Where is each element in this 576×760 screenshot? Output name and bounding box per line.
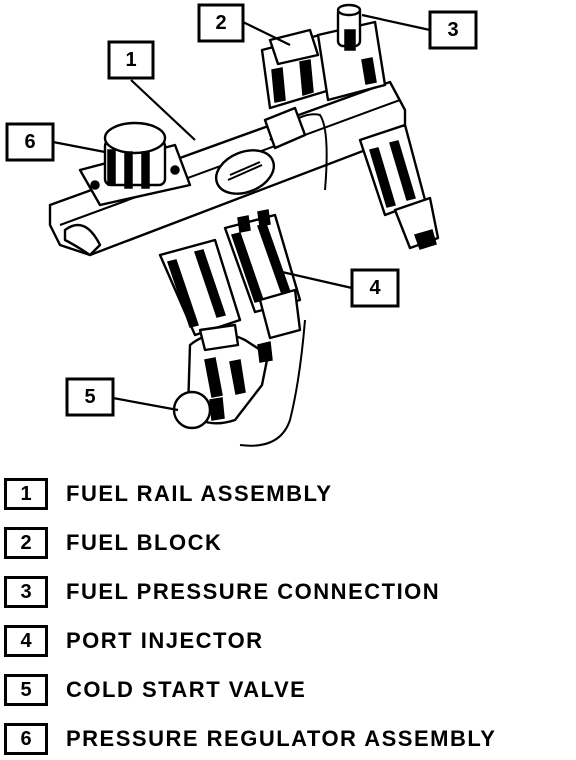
fuel-pressure-connection [316, 3, 387, 102]
legend-number: 6 [4, 723, 48, 755]
leader-line-3 [361, 13, 431, 32]
legend-row-6: 6 PRESSURE REGULATOR ASSEMBLY [4, 720, 496, 758]
callout-5: 5 [65, 377, 115, 417]
legend-label: PORT INJECTOR [66, 628, 264, 653]
legend-number: 3 [4, 576, 48, 608]
svg-text:2: 2 [215, 12, 226, 34]
legend-row-2: 2 FUEL BLOCK [4, 524, 222, 562]
callout-6: 6 [5, 122, 55, 162]
legend-number: 5 [4, 674, 48, 706]
legend-row-5: 5 COLD START VALVE [4, 671, 306, 709]
callout-4: 4 [350, 268, 400, 308]
pressure-regulator-assembly [78, 121, 192, 207]
legend-number: 1 [4, 478, 48, 510]
legend-row-1: 1 FUEL RAIL ASSEMBLY [4, 475, 333, 513]
svg-text:3: 3 [447, 19, 458, 41]
legend-label: PRESSURE REGULATOR ASSEMBLY [66, 726, 497, 751]
callout-3: 3 [428, 10, 478, 50]
fuel-rail-assembly [48, 80, 407, 257]
legend-label: FUEL BLOCK [66, 530, 223, 555]
legend-row-4: 4 PORT INJECTOR [4, 622, 264, 660]
legend-row-3: 3 FUEL PRESSURE CONNECTION [4, 573, 440, 611]
callout-2: 2 [197, 3, 245, 43]
cold-start-valve [172, 319, 306, 447]
port-injectors [158, 209, 302, 340]
leader-line-2 [242, 21, 291, 46]
legend-number: 4 [4, 625, 48, 657]
port-injector-right [358, 123, 440, 250]
legend-label: COLD START VALVE [66, 677, 307, 702]
svg-text:4: 4 [369, 277, 381, 299]
svg-text:1: 1 [125, 49, 136, 71]
leader-line-1 [130, 79, 196, 141]
legend-number: 2 [4, 527, 48, 559]
leader-line-6 [52, 140, 106, 154]
svg-text:6: 6 [24, 131, 35, 153]
callout-1: 1 [107, 40, 155, 80]
leader-line-5 [112, 396, 179, 412]
legend-label: FUEL PRESSURE CONNECTION [66, 579, 441, 604]
legend-label: FUEL RAIL ASSEMBLY [66, 481, 333, 506]
leader-line-4 [281, 270, 353, 290]
svg-text:5: 5 [84, 386, 95, 408]
